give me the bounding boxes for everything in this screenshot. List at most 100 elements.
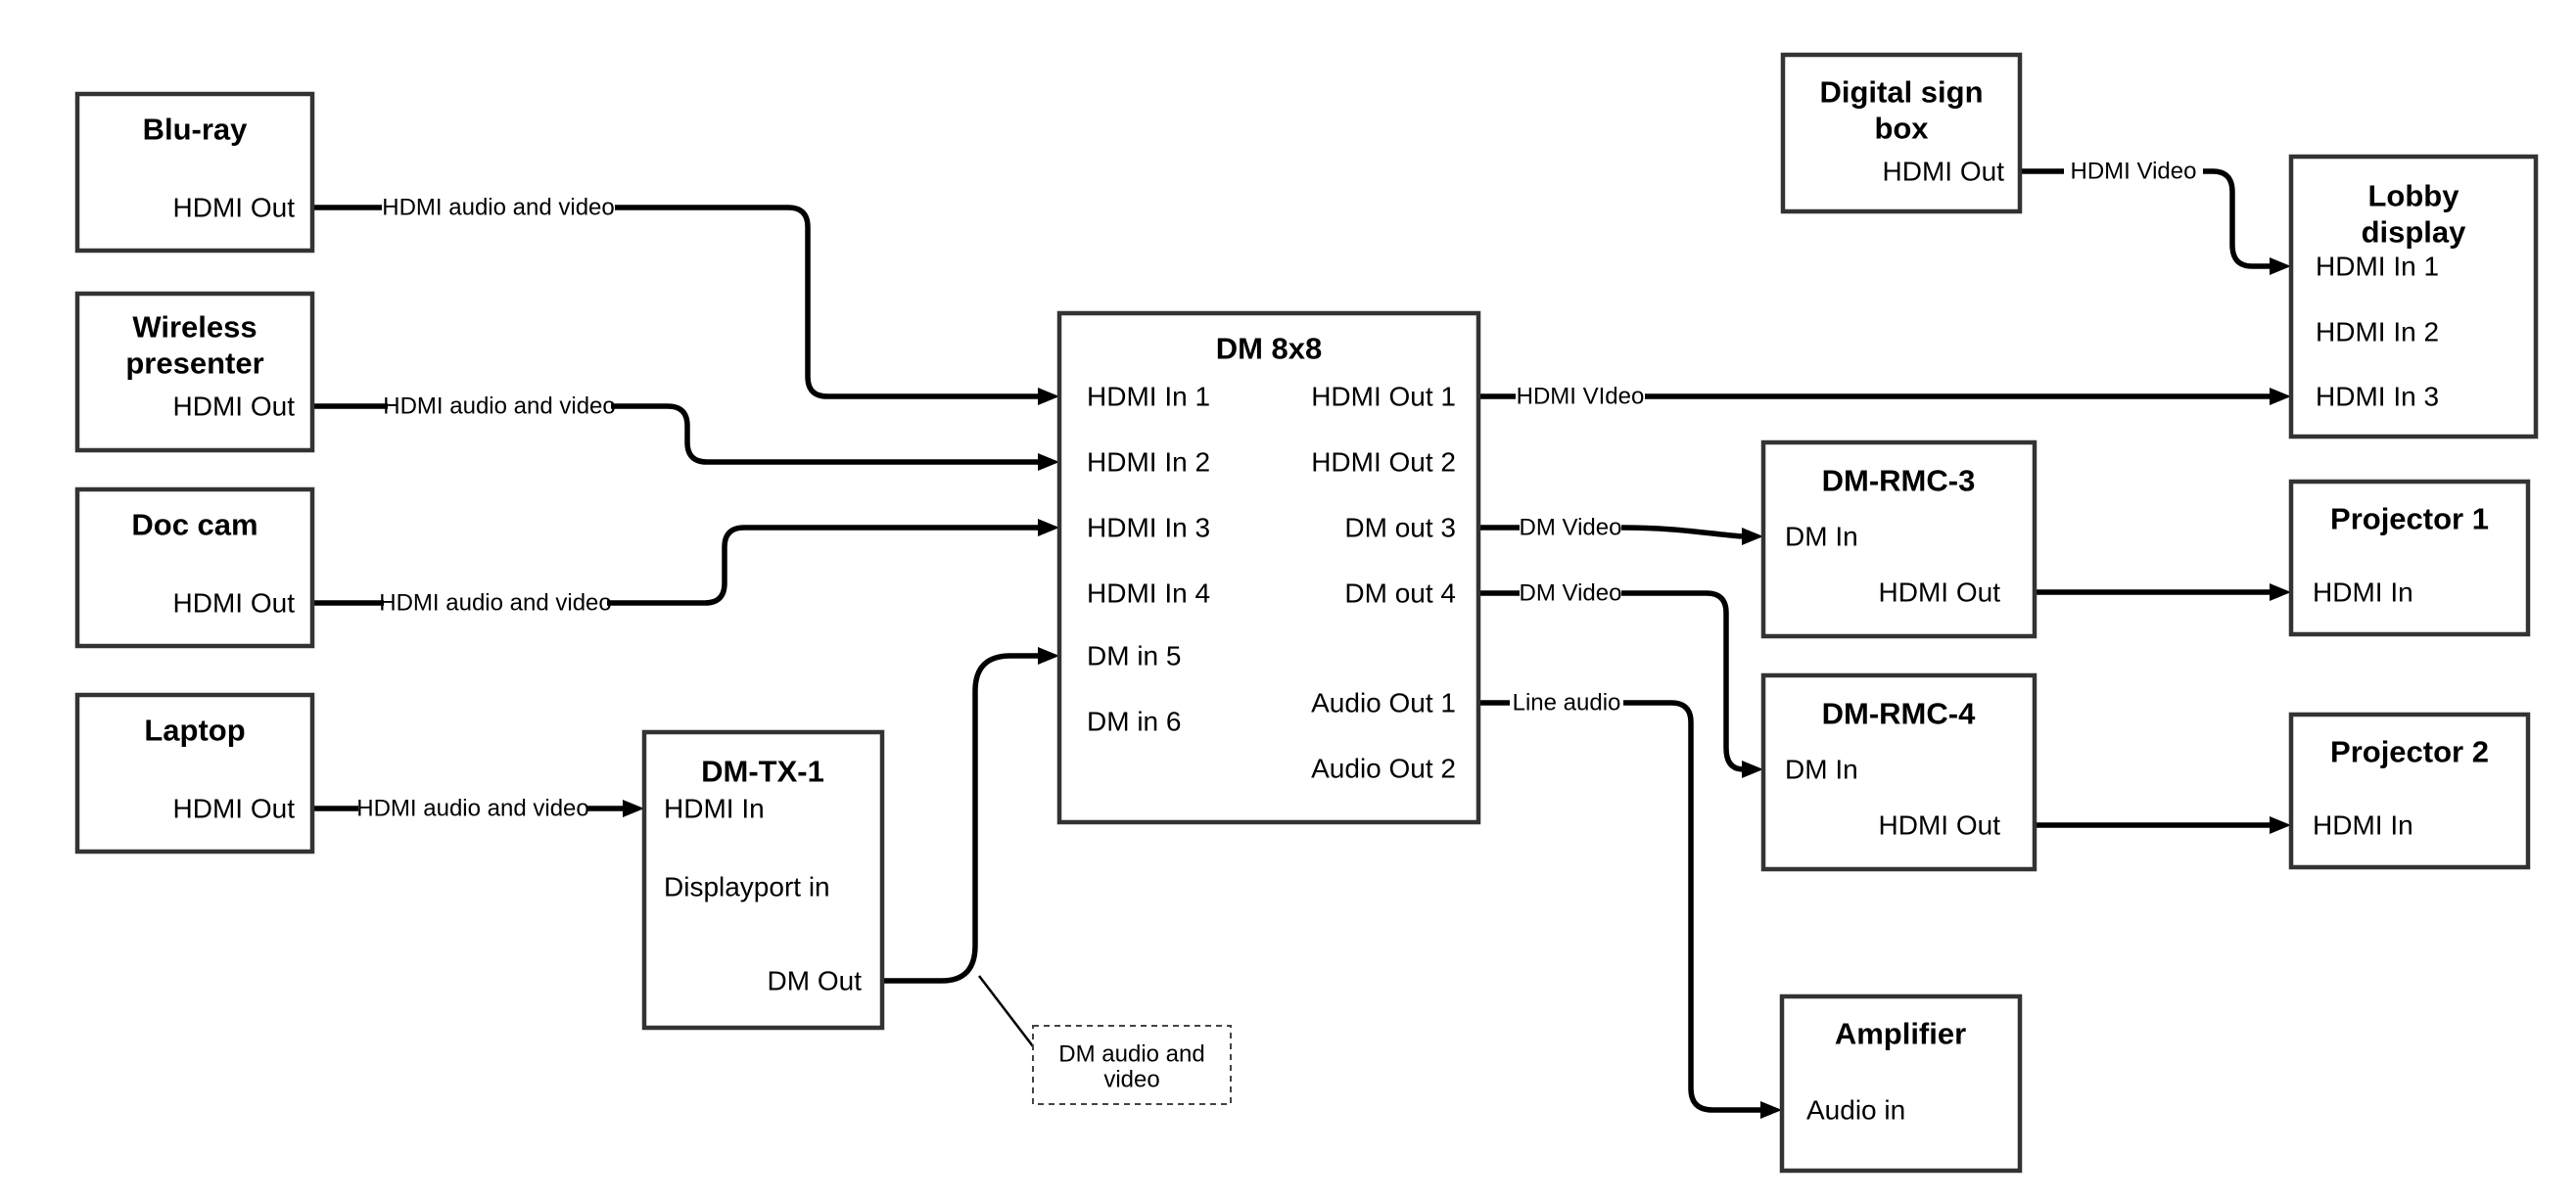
dm-tx-1-box	[641, 729, 885, 1031]
laptop-box	[74, 692, 315, 855]
dm-rmc-4-box	[1760, 672, 2037, 872]
edge-label-doccam: HDMI audio and video	[379, 590, 611, 617]
arrowhead-audioout1-to-amplifier	[1760, 1101, 1782, 1119]
lobby-display-port-hdmi-in-1: HDMI In 1	[2316, 252, 2439, 282]
dm-rmc-4-port-hdmi-out: HDMI Out	[1879, 810, 2001, 841]
node-lobby-display: Lobby display HDMI In 1 HDMI In 2 HDMI I…	[2288, 154, 2539, 439]
wireless-presenter-title-line1: Wireless	[132, 310, 257, 345]
edge-doccam-to-dm8x8	[607, 525, 1038, 606]
edge-label-audio-out-1: Line audio	[1513, 690, 1621, 716]
node-digital-sign-box: Digital sign box HDMI Out	[1780, 52, 2023, 214]
bluray-box	[74, 91, 315, 254]
wireless-presenter-port-hdmi-out: HDMI Out	[173, 392, 296, 422]
laptop-title: Laptop	[144, 714, 245, 748]
dm-8x8-port-hdmi-in-1: HDMI In 1	[1087, 382, 1210, 412]
bluray-title: Blu-ray	[143, 113, 249, 147]
dm-tx-1-title: DM-TX-1	[701, 755, 824, 789]
arrowhead-wireless-to-dm8x8	[1038, 453, 1059, 471]
wireless-presenter-box	[74, 291, 315, 453]
callout-box	[1032, 1025, 1232, 1105]
doc-cam-box	[74, 486, 315, 649]
dm-8x8-port-dm-out-3: DM out 3	[1344, 513, 1456, 543]
digital-sign-box-box	[1780, 52, 2023, 214]
node-doc-cam: Doc cam HDMI Out	[74, 486, 315, 649]
edge-bluray-to-dm8x8	[615, 205, 1038, 399]
projector-2-box	[2288, 712, 2531, 870]
edge-label-bluray: HDMI audio and video	[382, 195, 614, 221]
dm-rmc-3-box	[1760, 439, 2037, 639]
arrowhead-dmout4-to-rmc4	[1742, 761, 1763, 778]
projector-1-title: Projector 1	[2330, 502, 2489, 536]
edge-labels: HDMI audio and video HDMI audio and vide…	[356, 159, 2196, 822]
edge-label-laptop: HDMI audio and video	[356, 796, 588, 822]
edge-dmtx1-to-dm8x8	[882, 653, 1038, 984]
arrowhead-hdmiout1-to-lobby	[2270, 388, 2291, 405]
projector-2-title: Projector 2	[2330, 735, 2489, 769]
dm-8x8-port-hdmi-in-3: HDMI In 3	[1087, 513, 1210, 543]
callout-text-line1: DM audio and	[1058, 1041, 1204, 1068]
node-laptop: Laptop HDMI Out	[74, 692, 315, 855]
edge-label-wireless: HDMI audio and video	[383, 393, 615, 420]
node-dm-8x8: DM 8x8 HDMI In 1 HDMI In 2 HDMI In 3 HDM…	[1056, 310, 1481, 825]
arrowhead-digitalsign-to-lobby	[2270, 257, 2291, 275]
dm-rmc-3-port-dm-in: DM In	[1785, 522, 1858, 552]
node-amplifier: Amplifier Audio in	[1779, 993, 2023, 1174]
arrowhead-rmc4-to-projector2	[2270, 816, 2291, 834]
edge-digitalsign-to-lobby	[2203, 168, 2270, 269]
dm-8x8-title: DM 8x8	[1216, 332, 1323, 366]
edge-label-dm-out-4: DM Video	[1520, 580, 1622, 607]
node-projector-2: Projector 2 HDMI In	[2288, 712, 2531, 870]
callout-leader-line	[978, 975, 1034, 1047]
doc-cam-title: Doc cam	[131, 508, 258, 542]
wireless-presenter-title-line2: presenter	[125, 346, 263, 381]
lobby-display-title-line2: display	[2362, 215, 2467, 250]
dm-8x8-port-hdmi-out-1: HDMI Out 1	[1311, 382, 1456, 412]
edge-wireless-to-dm8x8	[611, 403, 1038, 465]
node-bluray: Blu-ray HDMI Out	[74, 91, 315, 254]
arrowhead-rmc3-to-projector1	[2270, 583, 2291, 601]
dm-rmc-4-title: DM-RMC-4	[1822, 697, 1976, 731]
lobby-display-title-line1: Lobby	[2368, 179, 2460, 213]
edges	[312, 168, 2291, 1119]
node-dm-rmc-3: DM-RMC-3 DM In HDMI Out	[1760, 439, 2037, 639]
doc-cam-port-hdmi-out: HDMI Out	[173, 588, 296, 619]
edge-dmout4-to-rmc4	[1621, 590, 1743, 772]
dm-tx-1-port-hdmi-in: HDMI In	[664, 794, 765, 824]
arrowhead-dmout3-to-rmc3	[1742, 528, 1763, 545]
dm-8x8-port-hdmi-in-4: HDMI In 4	[1087, 578, 1210, 609]
arrowhead-laptop-to-dmtx1	[623, 800, 644, 817]
node-dm-rmc-4: DM-RMC-4 DM In HDMI Out	[1760, 672, 2037, 872]
projector-1-box	[2288, 479, 2531, 637]
arrowhead-doccam-to-dm8x8	[1038, 519, 1059, 536]
dm-rmc-4-port-dm-in: DM In	[1785, 755, 1858, 785]
dm-8x8-port-hdmi-out-2: HDMI Out 2	[1311, 447, 1456, 478]
callout-text-line2: video	[1103, 1067, 1159, 1093]
dm-rmc-3-title: DM-RMC-3	[1822, 464, 1976, 498]
node-dm-tx-1: DM-TX-1 HDMI In Displayport in DM Out	[641, 729, 885, 1031]
edge-label-dm-out-3: DM Video	[1520, 515, 1622, 541]
dm-rmc-3-port-hdmi-out: HDMI Out	[1879, 577, 2001, 608]
dm-8x8-port-audio-out-2: Audio Out 2	[1311, 754, 1456, 784]
dm-tx-1-port-dm-out: DM Out	[768, 966, 863, 996]
digital-sign-box-title-line1: Digital sign	[1819, 75, 1983, 110]
dm-tx-1-port-displayport-in: Displayport in	[664, 872, 830, 902]
bluray-port-hdmi-out: HDMI Out	[173, 193, 296, 223]
dm-8x8-port-hdmi-in-2: HDMI In 2	[1087, 447, 1210, 478]
callout-dm-audio-and-video: DM audio and video	[1032, 1025, 1232, 1105]
lobby-display-port-hdmi-in-3: HDMI In 3	[2316, 382, 2439, 412]
edge-dmout3-to-rmc3	[1620, 525, 1743, 539]
projector-1-port-hdmi-in: HDMI In	[2313, 577, 2413, 608]
digital-sign-box-port-hdmi-out: HDMI Out	[1883, 157, 2005, 187]
amplifier-box	[1779, 993, 2023, 1174]
amplifier-title: Amplifier	[1835, 1017, 1966, 1051]
laptop-port-hdmi-out: HDMI Out	[173, 794, 296, 824]
lobby-display-port-hdmi-in-2: HDMI In 2	[2316, 317, 2439, 347]
arrowhead-dmtx1-to-dm8x8	[1038, 647, 1059, 665]
edge-audioout1-to-amplifier	[1623, 700, 1760, 1113]
dm-8x8-port-dm-out-4: DM out 4	[1344, 578, 1456, 609]
lobby-display-box	[2288, 154, 2539, 439]
dm-8x8-box	[1056, 310, 1481, 825]
dm-8x8-port-dm-in-5: DM in 5	[1087, 641, 1181, 671]
node-wireless-presenter: Wireless presenter HDMI Out	[74, 291, 315, 453]
